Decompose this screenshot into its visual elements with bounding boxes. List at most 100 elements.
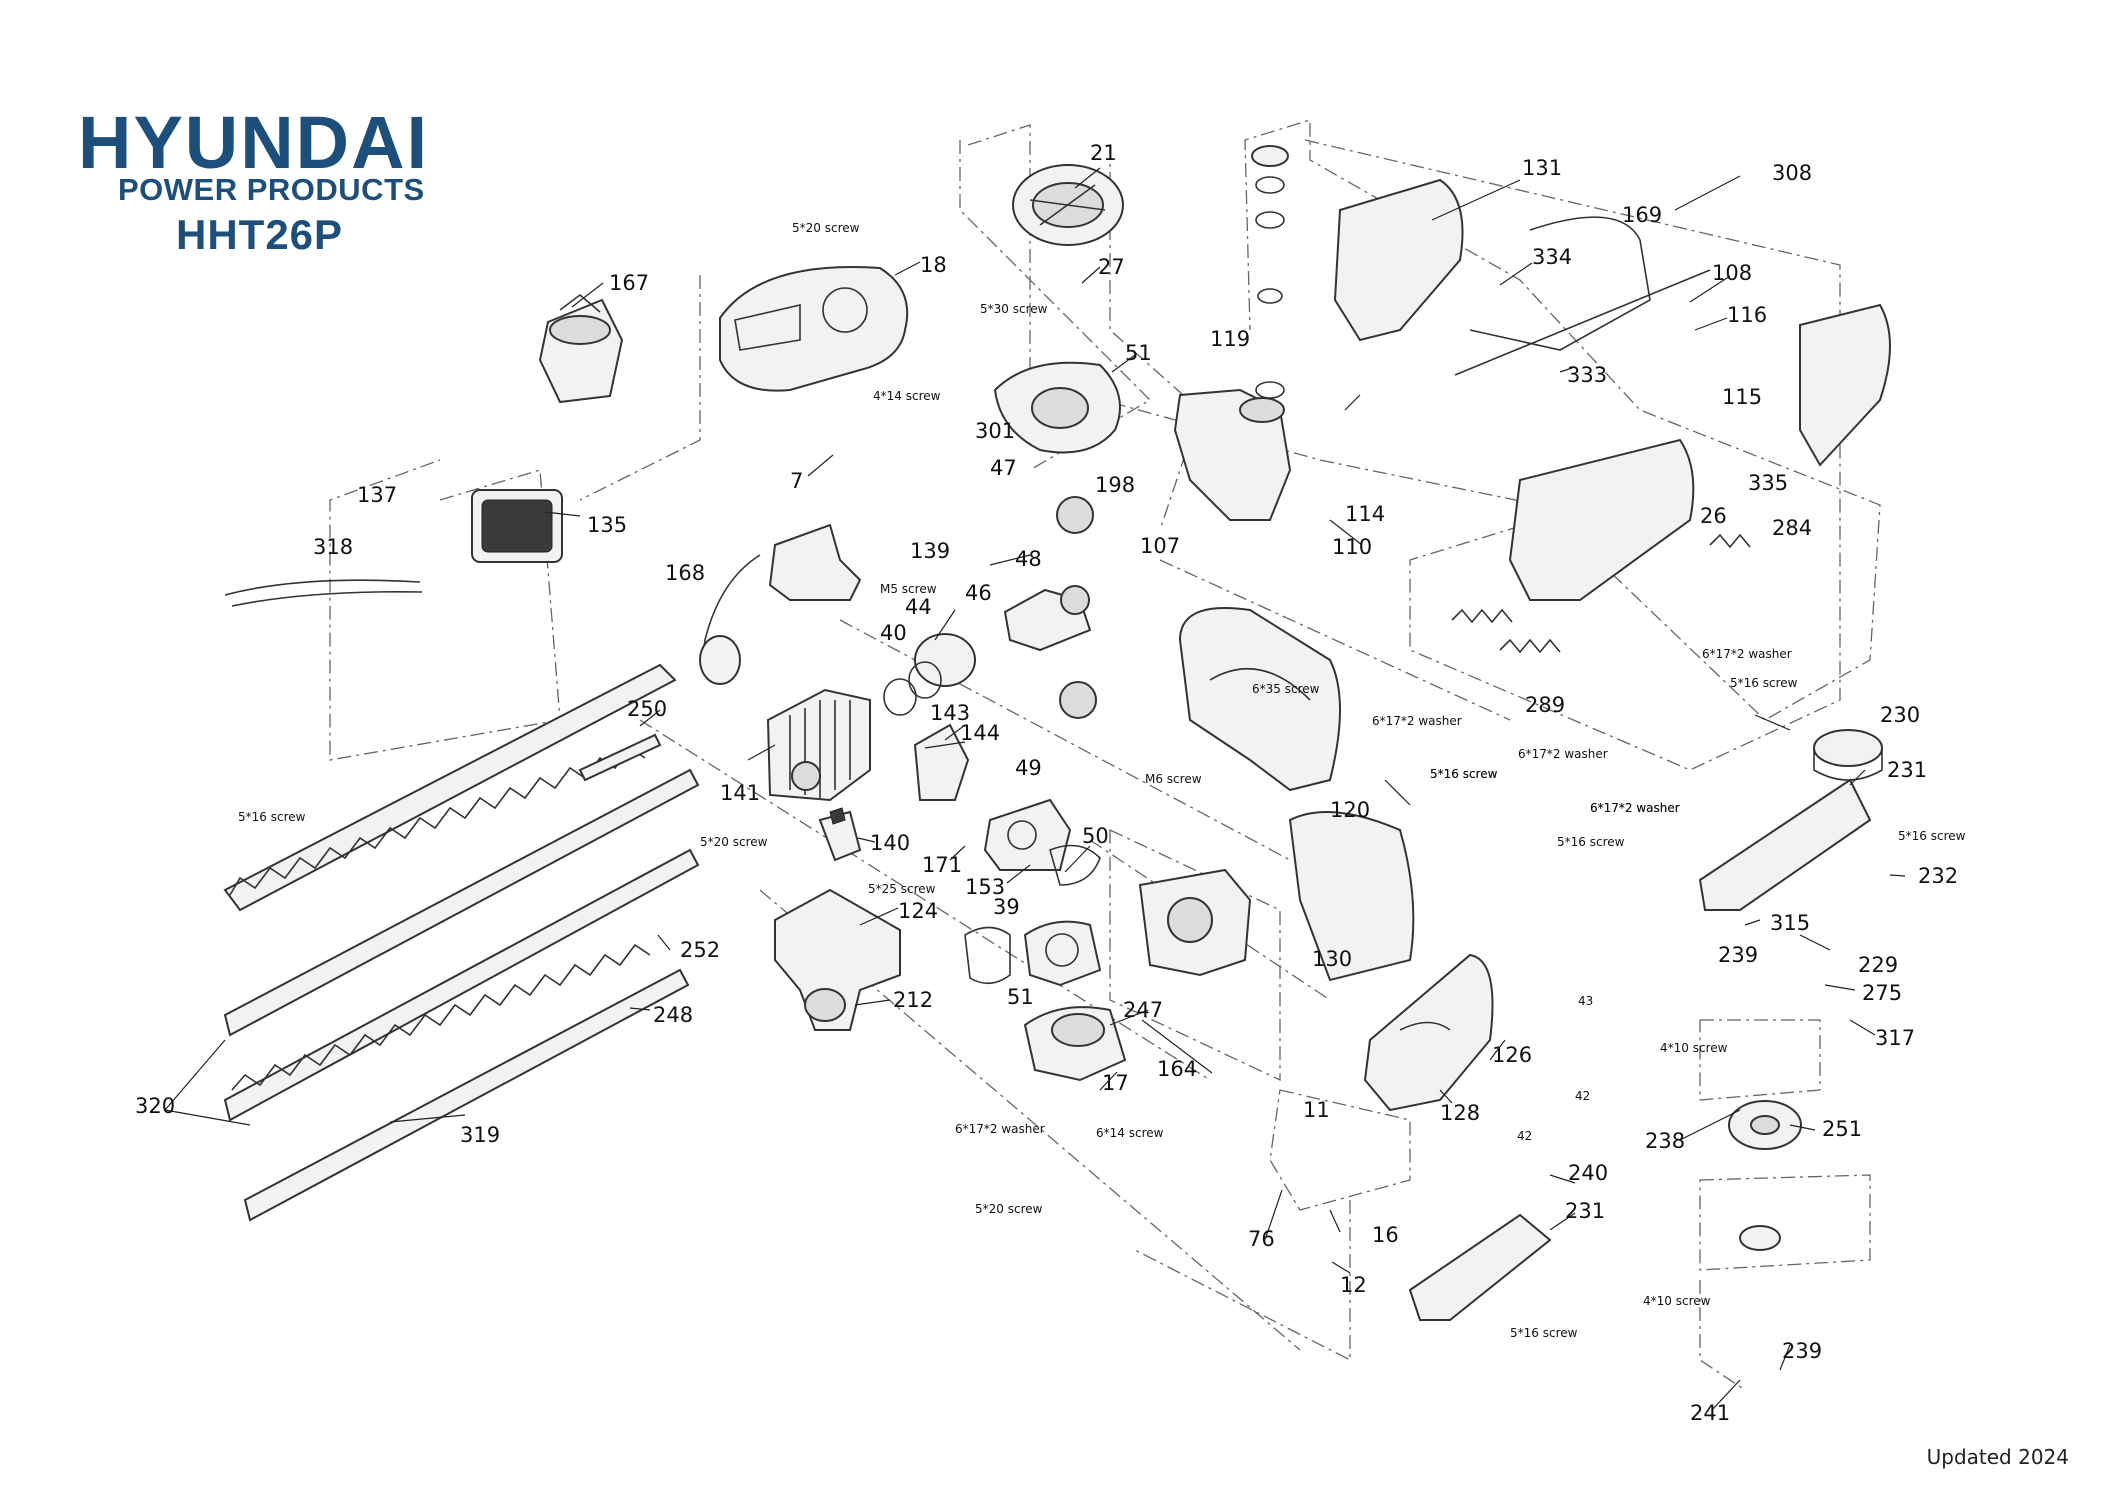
part-label: 238	[1645, 1129, 1685, 1153]
part-carburetor-153	[913, 723, 1072, 871]
part-label: 39	[993, 895, 1020, 919]
part-label: 126	[1492, 1043, 1532, 1067]
callout-label: 6*17*2 washer	[955, 1122, 1045, 1136]
part-label: 140	[870, 831, 910, 855]
part-label: 239	[1782, 1339, 1822, 1363]
part-label: 27	[1098, 255, 1125, 279]
part-label: 275	[1862, 981, 1902, 1005]
part-label: 21	[1090, 141, 1117, 165]
part-label: 17	[1102, 1071, 1129, 1095]
part-label: 26	[1700, 504, 1727, 528]
callout-label: M5 screw	[880, 582, 937, 596]
callout-label: 6*17*2 washer	[1518, 747, 1608, 761]
part-label: 47	[990, 456, 1017, 480]
part-label: 319	[460, 1123, 500, 1147]
part-cylinder-141	[766, 688, 871, 802]
part-number-labels: 21 27 18 167 51 7 301 47 198 137 135 318…	[135, 141, 1958, 1425]
assembly-guide-lines	[329, 119, 1881, 1391]
callout-label: 5*25 screw	[868, 882, 936, 896]
part-flywheel-21	[1012, 164, 1124, 246]
part-label: 51	[1125, 341, 1152, 365]
part-starter-assembly-164	[1138, 868, 1252, 977]
part-crankcase-cover-51	[993, 361, 1121, 454]
brand-name: HYUNDAI	[78, 101, 430, 184]
part-label: 301	[975, 419, 1015, 443]
model-name: HHT26P	[176, 211, 344, 258]
part-label: 241	[1690, 1401, 1730, 1425]
part-label: 318	[313, 535, 353, 559]
part-label: 49	[1015, 756, 1042, 780]
callout-label: 5*20 screw	[700, 835, 768, 849]
callout-label: 6*17*2 washer	[1372, 714, 1462, 728]
callout-label: 4*10 screw	[1660, 1041, 1728, 1055]
callout-label: 6*17*2 washer	[1702, 647, 1792, 661]
part-label: 18	[920, 253, 947, 277]
part-fuel-tube-318	[224, 579, 423, 607]
part-label: 139	[910, 539, 950, 563]
part-label: 230	[1880, 703, 1920, 727]
part-label: 46	[965, 581, 992, 605]
part-label: 114	[1345, 502, 1385, 526]
part-handle-cover-124	[774, 888, 901, 1031]
callout-label: M6 screw	[1145, 772, 1202, 786]
part-label: 115	[1722, 385, 1762, 409]
part-fuel-cap-stack-119	[1251, 145, 1289, 399]
part-label: 308	[1772, 161, 1812, 185]
part-label: 128	[1440, 1101, 1480, 1125]
part-label: 40	[880, 621, 907, 645]
part-label: 315	[1770, 911, 1810, 935]
part-label: 169	[1622, 203, 1662, 227]
part-label: 130	[1312, 947, 1352, 971]
part-throttle-cable-169	[1454, 216, 1711, 376]
part-label: 12	[1340, 1273, 1367, 1297]
part-engine-cover-128	[1363, 953, 1494, 1112]
part-label: 252	[680, 938, 720, 962]
callout-label: 5*20 screw	[975, 1202, 1043, 1216]
part-label: 76	[1248, 1227, 1275, 1251]
part-springs-289	[1451, 533, 1751, 654]
part-label: 232	[1918, 864, 1958, 888]
part-label: 229	[1858, 953, 1898, 977]
callout-label: 5*16 screw	[238, 810, 306, 824]
part-label: 284	[1772, 516, 1812, 540]
callout-label: 6*35 screw	[1252, 682, 1320, 696]
part-label: 135	[587, 513, 627, 537]
part-label: 50	[1082, 824, 1109, 848]
part-hand-guard-120	[1178, 607, 1341, 792]
part-label: 48	[1015, 547, 1042, 571]
part-label: 240	[1568, 1161, 1608, 1185]
part-label: 144	[960, 721, 1000, 745]
brand-subtitle: POWER PRODUCTS	[118, 172, 425, 207]
part-label: 239	[1718, 943, 1758, 967]
callout-label: 5*16 screw	[1557, 835, 1625, 849]
leader-lines	[164, 167, 1906, 1411]
part-label: 250	[627, 697, 667, 721]
callout-label: 5*20 screw	[792, 221, 860, 235]
part-label: 119	[1210, 327, 1250, 351]
part-label: 333	[1567, 363, 1607, 387]
part-label: 7	[790, 469, 803, 493]
part-fan-cover-18	[719, 266, 909, 392]
part-label: 168	[665, 561, 705, 585]
part-label: 198	[1095, 473, 1135, 497]
part-piston-44	[883, 633, 976, 716]
callout-label: 6*14 screw	[1096, 1126, 1164, 1140]
part-label: 335	[1748, 471, 1788, 495]
part-label: 11	[1303, 1098, 1330, 1122]
hardware-callouts: 5*20 screw 5*30 screw 4*14 screw M5 scre…	[238, 221, 1966, 1340]
part-label: 16	[1372, 1223, 1399, 1247]
callout-label: 5*30 screw	[980, 302, 1048, 316]
part-crankshaft-46	[1003, 496, 1097, 719]
part-label: 289	[1525, 693, 1565, 717]
part-label: 248	[653, 1003, 693, 1027]
part-fuel-tank-107	[1173, 388, 1292, 521]
part-label: 171	[922, 853, 962, 877]
updated-note: Updated 2024	[1926, 1445, 2069, 1469]
callout-label: 42	[1517, 1129, 1532, 1143]
part-label: 137	[357, 483, 397, 507]
part-gearbox-cover-231	[1408, 729, 1883, 1321]
callout-label: 43	[1578, 994, 1593, 1008]
part-label: 212	[893, 988, 933, 1012]
part-label: 320	[135, 1094, 175, 1118]
